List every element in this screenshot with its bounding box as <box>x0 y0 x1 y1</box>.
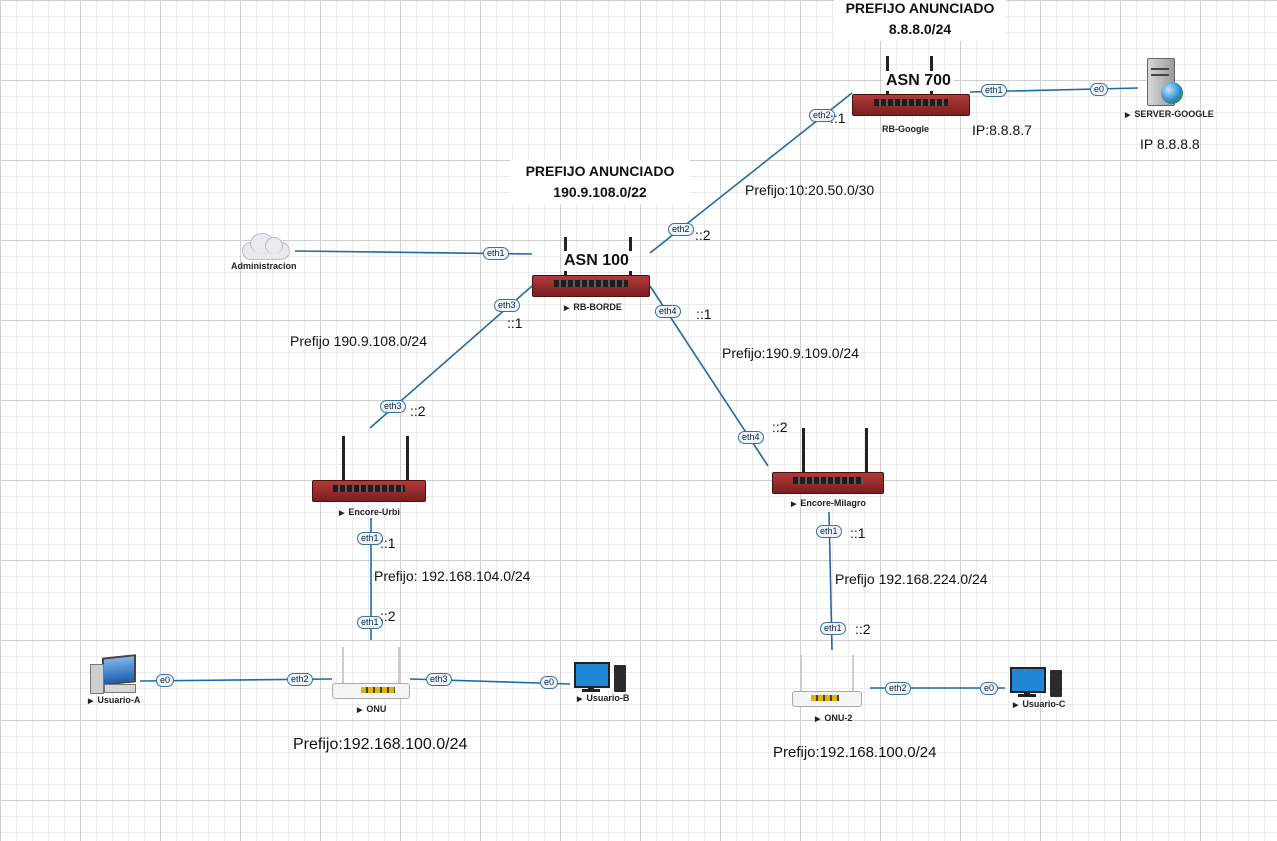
router-encore-milagro[interactable] <box>772 428 884 494</box>
addr-milagro-eth1: ::1 <box>850 525 866 541</box>
addr-borde-eth2: ::2 <box>695 227 711 243</box>
addr-onu-eth1: ::2 <box>380 608 396 624</box>
router-icon <box>312 480 426 502</box>
onu-device[interactable] <box>332 647 410 699</box>
prefix-urbi-link: Prefijo 190.9.108.0/24 <box>290 333 427 349</box>
router-icon <box>532 275 650 297</box>
port-borde-eth1: eth1 <box>483 247 509 260</box>
borde-prefix-title-line1: PREFIJO ANUNCIADO <box>525 163 675 179</box>
prefix-milagro-link: Prefijo:190.9.109.0/24 <box>722 345 859 361</box>
device-label-usuario-c: Usuario-C <box>1013 699 1065 709</box>
port-onu-eth1: eth1 <box>357 616 383 629</box>
google-prefix-title-line1: PREFIJO ANUNCIADO <box>845 0 995 16</box>
port-borde-eth3: eth3 <box>494 299 520 312</box>
port-userc-e0: e0 <box>980 682 999 695</box>
google-prefix-title: PREFIJO ANUNCIADO 8.8.8.0/24 <box>834 0 1006 41</box>
desktop-icon[interactable] <box>574 662 628 692</box>
addr-urbi-eth1: ::1 <box>380 535 396 551</box>
port-userb-e0: e0 <box>540 676 559 689</box>
onu-icon <box>332 683 410 699</box>
workstation-icon[interactable] <box>90 654 136 694</box>
port-urbi-eth3: eth3 <box>380 400 406 413</box>
onu2-device[interactable] <box>792 655 862 707</box>
router-rb-borde[interactable] <box>532 237 650 297</box>
port-borde-eth4: eth4 <box>655 305 681 318</box>
cloud-icon[interactable] <box>238 230 292 260</box>
router-encore-urbi[interactable] <box>312 436 426 502</box>
addr-borde-eth3: ::1 <box>507 315 523 331</box>
antenna-icon <box>342 436 345 482</box>
prefix-onu2-lan: Prefijo:192.168.100.0/24 <box>773 744 937 761</box>
borde-prefix-title: PREFIJO ANUNCIADO 190.9.108.0/22 <box>510 160 690 204</box>
google-prefix-title-line2: 8.8.8.0/24 <box>888 21 952 37</box>
addr-onu2-eth1: ::2 <box>855 621 871 637</box>
addr-borde-eth4: ::1 <box>696 306 712 322</box>
router-rb-google[interactable] <box>852 56 970 116</box>
google-ip-label: IP:8.8.8.7 <box>972 122 1032 138</box>
port-urbi-eth1: eth1 <box>357 532 383 545</box>
device-label-rb-google: RB-Google <box>882 124 929 134</box>
device-label-encore-milagro: Encore-Milagro <box>791 498 866 508</box>
asn-google: ASN 700 <box>883 71 954 91</box>
port-google-eth1: eth1 <box>981 84 1007 97</box>
borde-prefix-title-line2: 190.9.108.0/22 <box>553 184 647 200</box>
port-google-eth2: eth2 <box>809 109 835 122</box>
addr-urbi-eth3: ::2 <box>410 403 426 419</box>
port-onu2-eth2: eth2 <box>885 682 911 695</box>
device-label-usuario-a: Usuario-A <box>88 695 140 705</box>
router-icon <box>852 94 970 116</box>
antenna-icon <box>800 655 802 693</box>
server-ip-label: IP 8.8.8.8 <box>1140 136 1200 152</box>
antenna-icon <box>398 647 400 685</box>
device-label-cloud: Administracion <box>231 261 297 271</box>
port-borde-eth2: eth2 <box>668 223 694 236</box>
prefix-urbi-onu: Prefijo: 192.168.104.0/24 <box>374 568 531 584</box>
port-milagro-eth4: eth4 <box>738 431 764 444</box>
antenna-icon <box>852 655 854 693</box>
prefix-google-link: Prefijo:10:20.50.0/30 <box>745 182 875 198</box>
port-onu2-eth1: eth1 <box>820 622 846 635</box>
device-label-onu: ONU <box>357 704 386 714</box>
antenna-icon <box>865 428 868 474</box>
port-onu-eth3: eth3 <box>426 673 452 686</box>
port-onu-eth2: eth2 <box>287 673 313 686</box>
device-label-onu2: ONU-2 <box>815 713 852 723</box>
server-icon[interactable] <box>1147 58 1185 106</box>
asn-borde: ASN 100 <box>561 251 632 271</box>
device-label-rb-borde: RB-BORDE <box>564 302 622 312</box>
port-milagro-eth1: eth1 <box>816 525 842 538</box>
device-label-encore-urbi: Encore-Urbi <box>339 507 400 517</box>
port-usera-e0: e0 <box>156 674 175 687</box>
addr-google-eth2: ::1 <box>830 110 846 126</box>
prefix-milagro-onu: Prefijo 192.168.224.0/24 <box>835 571 988 587</box>
onu-icon <box>792 691 862 707</box>
antenna-icon <box>406 436 409 482</box>
router-icon <box>772 472 884 494</box>
port-server-e0: e0 <box>1090 83 1109 96</box>
device-label-usuario-b: Usuario-B <box>577 693 629 703</box>
prefix-onu-lan: Prefijo:192.168.100.0/24 <box>293 736 468 753</box>
antenna-icon <box>342 647 344 685</box>
addr-milagro-eth4: ::2 <box>772 419 788 435</box>
desktop-icon[interactable] <box>1010 667 1064 697</box>
antenna-icon <box>802 428 805 474</box>
device-label-server: SERVER-GOOGLE <box>1125 109 1213 119</box>
